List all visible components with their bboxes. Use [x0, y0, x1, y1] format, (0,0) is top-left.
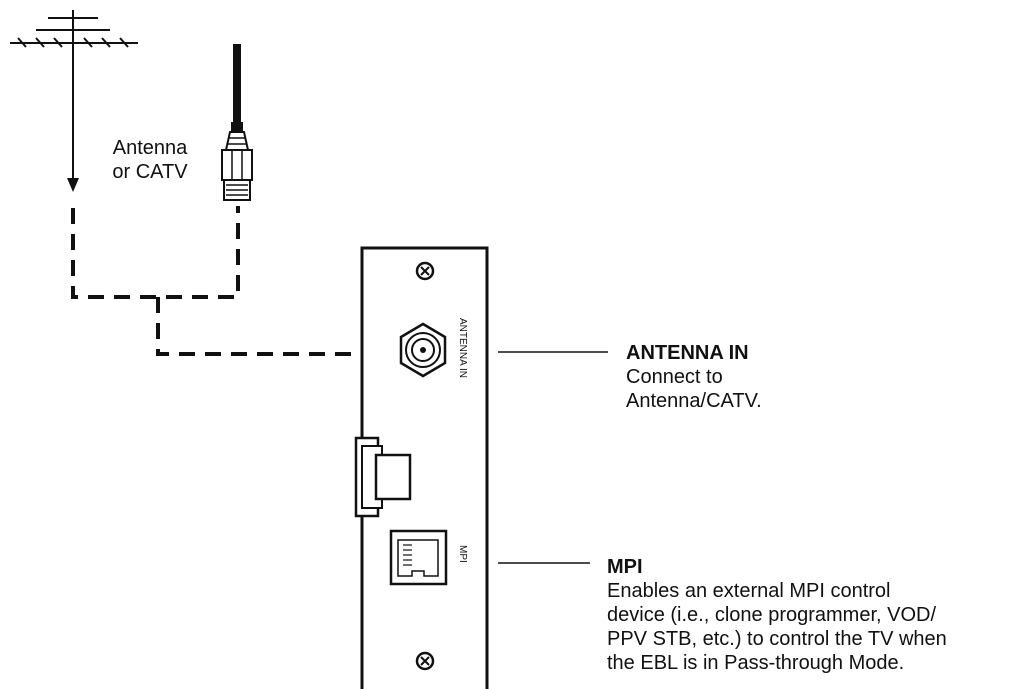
screw-icon [415, 651, 435, 671]
mpi-port-label: MPI [457, 545, 468, 563]
mpi-description-line: Enables an external MPI control [607, 580, 891, 602]
screw-icon [415, 261, 435, 281]
antenna-in-heading: ANTENNA IN [626, 342, 749, 364]
mpi-description-line: the EBL is in Pass-through Mode. [607, 652, 905, 674]
antenna-in-description-line: Antenna/CATV. [626, 390, 762, 412]
mpi-callout: MPI Enables an external MPI control devi… [607, 555, 947, 675]
antenna-in-port-label: ANTENNA IN [457, 318, 468, 379]
antenna-in-callout: ANTENNA IN Connect to Antenna/CATV. [626, 341, 762, 413]
mpi-heading: MPI [607, 556, 643, 578]
dashed-connection-path [71, 206, 380, 356]
antenna-in-port [399, 322, 447, 378]
coax-cable-icon [221, 44, 253, 201]
mpi-description-line: device (i.e., clone programmer, VOD/ [607, 604, 937, 626]
mpi-port [389, 529, 448, 586]
mpi-description-line: PPV STB, etc.) to control the TV when [607, 628, 947, 650]
antenna-source-label-line1: Antenna [112, 137, 188, 159]
antenna-source-label: Antenna or CATV [80, 136, 220, 184]
antenna-source-label-line2: or CATV [112, 161, 188, 183]
down-arrow-icon [67, 178, 79, 192]
antenna-in-description-line: Connect to [626, 366, 723, 388]
side-bracket [354, 436, 412, 518]
antenna-mast-icon [10, 10, 138, 180]
